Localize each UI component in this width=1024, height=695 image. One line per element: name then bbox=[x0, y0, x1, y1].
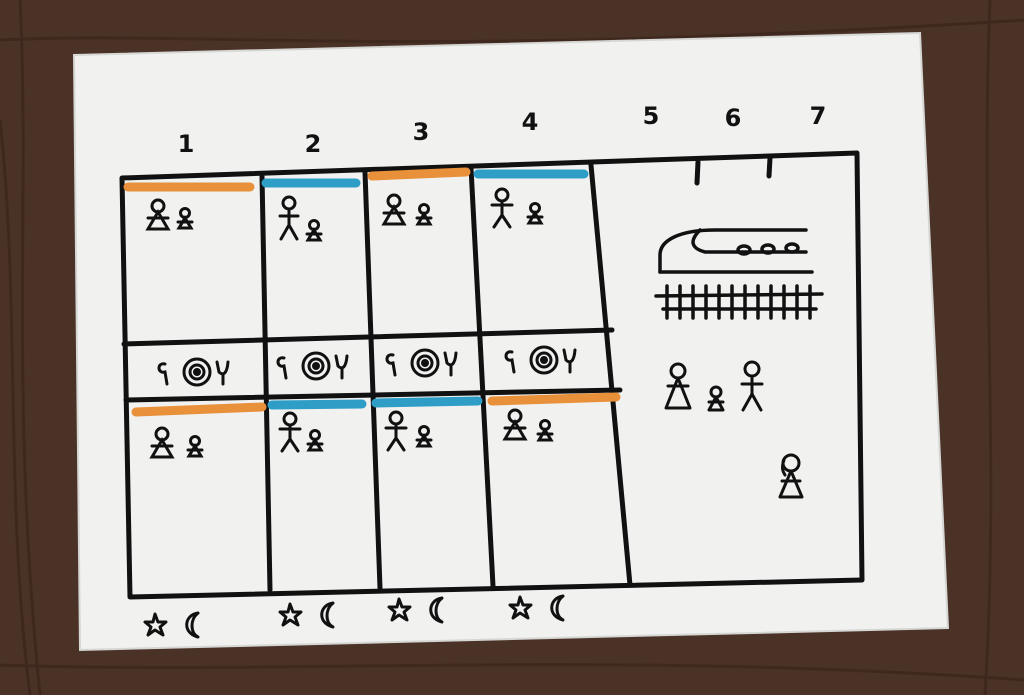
grid-row-line-lower bbox=[123, 387, 623, 403]
man-figure bbox=[490, 187, 514, 229]
blue-stripe bbox=[371, 396, 483, 408]
night-icons bbox=[143, 594, 565, 639]
star-moon-icon bbox=[278, 601, 335, 629]
schedule-grid bbox=[119, 150, 865, 600]
bottom-row bbox=[131, 392, 621, 459]
woman-figure bbox=[381, 193, 407, 226]
woman-figure bbox=[149, 426, 175, 459]
top-cell-4 bbox=[473, 169, 589, 229]
orange-stripe bbox=[131, 402, 267, 417]
bottom-cell-2 bbox=[267, 399, 367, 453]
target-icon bbox=[276, 351, 349, 381]
train-icon bbox=[658, 228, 814, 274]
column-numbers: 1 2 3 4 5 6 7 bbox=[178, 102, 827, 158]
column-number-4: 4 bbox=[522, 108, 539, 136]
woman-figure bbox=[664, 362, 692, 410]
woman-figure bbox=[502, 408, 528, 441]
man-figure bbox=[278, 195, 300, 241]
column-number-6: 6 bbox=[725, 104, 742, 132]
grid-divider-col-1-2 bbox=[259, 173, 273, 593]
star-moon-icon bbox=[508, 594, 565, 622]
target-icon bbox=[157, 357, 230, 387]
child-figure bbox=[305, 219, 323, 242]
child-figure bbox=[415, 425, 433, 448]
child-figure bbox=[306, 429, 324, 452]
grid-row-line-upper bbox=[121, 327, 615, 347]
star-moon-icon bbox=[143, 611, 200, 639]
blue-stripe bbox=[267, 399, 367, 410]
bottom-cell-1 bbox=[131, 402, 267, 459]
top-row bbox=[123, 167, 589, 242]
bottom-cell-3 bbox=[371, 396, 483, 452]
star-moon-icon bbox=[387, 596, 444, 624]
trip-panel bbox=[654, 228, 824, 499]
middle-row bbox=[157, 345, 577, 387]
top-cell-3 bbox=[367, 167, 471, 226]
man-figure bbox=[384, 410, 408, 452]
top-cell-1 bbox=[123, 182, 255, 231]
grid-outer-border bbox=[119, 150, 865, 600]
column-number-5: 5 bbox=[643, 102, 660, 130]
orange-stripe bbox=[487, 392, 621, 406]
bottom-cell-4 bbox=[487, 392, 621, 442]
grid-tick-7 bbox=[766, 155, 773, 179]
grid-divider-col-3-4 bbox=[468, 165, 496, 589]
target-icon bbox=[504, 345, 577, 375]
family-figures bbox=[664, 360, 764, 412]
column-number-7: 7 bbox=[810, 102, 827, 130]
man-figure bbox=[740, 360, 764, 412]
column-number-1: 1 bbox=[178, 130, 195, 158]
woman-figure bbox=[145, 198, 171, 231]
man-figure bbox=[278, 411, 302, 453]
column-number-2: 2 bbox=[305, 130, 322, 158]
target-icon bbox=[385, 348, 458, 378]
column-number-3: 3 bbox=[413, 118, 430, 146]
child-figure bbox=[526, 202, 544, 225]
child-figure bbox=[186, 435, 204, 458]
child-figure bbox=[415, 203, 433, 226]
grid-divider-col-4-5 bbox=[588, 162, 633, 588]
grid-tick-6 bbox=[694, 159, 701, 186]
child-figure bbox=[707, 385, 725, 412]
child-figure bbox=[176, 207, 194, 230]
orange-stripe bbox=[367, 167, 471, 181]
lone-woman-figure bbox=[778, 453, 804, 499]
grid-divider-col-2-3 bbox=[362, 169, 383, 591]
rail-track-icon bbox=[654, 284, 824, 320]
top-cell-2 bbox=[261, 178, 361, 242]
child-figure bbox=[536, 419, 554, 442]
